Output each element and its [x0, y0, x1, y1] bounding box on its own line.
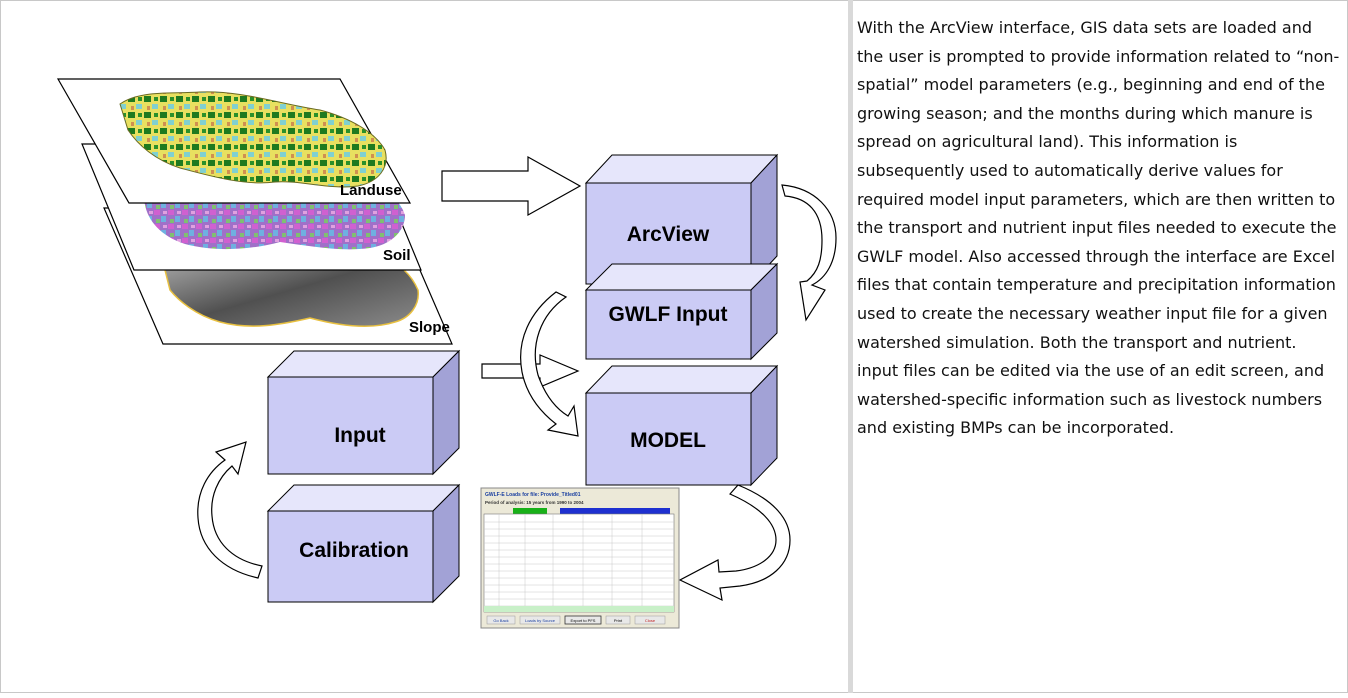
curved-arrow-arcview-to-gwlf — [781, 184, 837, 322]
arrow-layers-to-arcview — [441, 155, 582, 217]
curved-arrow-gwlf-to-model — [520, 291, 579, 437]
landuse-layer: Landuse — [56, 78, 412, 204]
diagram-panel: Slope Soil Landuse ArcView GWLF Input MO… — [56, 78, 837, 629]
slope-label: Slope — [409, 319, 450, 336]
output-window: GWLF-E Loads for file: Provide_Titled01 … — [480, 487, 680, 629]
model-label: MODEL — [630, 429, 706, 452]
gwlf-input-box: GWLF Input — [584, 262, 779, 361]
output-go-back-button: Go Back — [493, 618, 508, 623]
output-window-title: GWLF-E Loads for file: Provide_Titled01 — [485, 492, 581, 498]
output-window-subtitle: Period of analysis: 15 years from 1990 t… — [485, 500, 584, 505]
gwlf-input-label: GWLF Input — [609, 303, 728, 326]
arcview-label: ArcView — [627, 223, 710, 246]
curved-arrow-calibration-to-input — [197, 441, 263, 579]
input-box: Input — [266, 349, 461, 476]
landuse-label: Landuse — [340, 182, 402, 199]
calibration-box: Calibration — [266, 483, 461, 604]
soil-label: Soil — [383, 247, 411, 264]
workflow-diagram: Slope Soil Landuse ArcView GWLF Input MO… — [56, 78, 837, 629]
description-text: With the ArcView interface, GIS data set… — [857, 18, 1340, 438]
input-label: Input — [334, 424, 385, 447]
output-export-button: Export to PFS — [571, 618, 596, 623]
output-close-button: Close — [645, 618, 656, 623]
model-box: MODEL — [584, 364, 779, 487]
output-loads-by-source-button: Loads by Source — [525, 618, 556, 623]
landuse-map-image — [119, 91, 387, 188]
curved-arrow-model-to-output — [678, 484, 791, 602]
output-print-button: Print — [614, 618, 623, 623]
calibration-label: Calibration — [299, 539, 409, 562]
column-divider — [848, 0, 853, 693]
